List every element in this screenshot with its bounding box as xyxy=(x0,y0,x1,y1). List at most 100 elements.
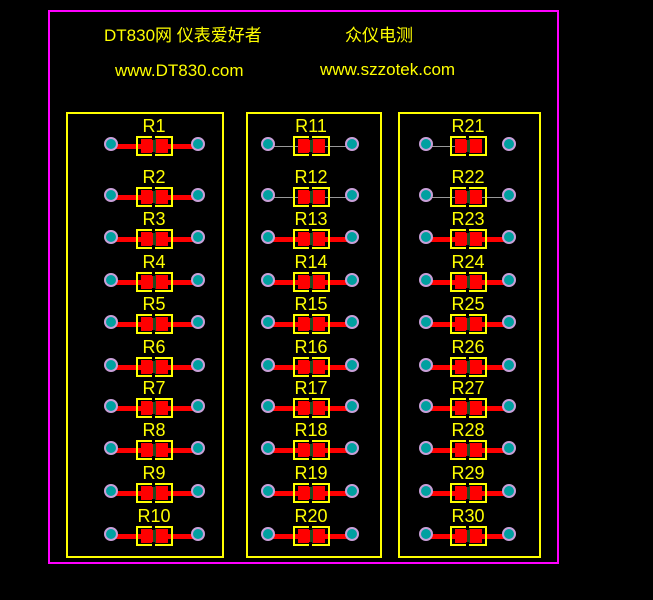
via-pad-right-icon[interactable] xyxy=(502,230,516,244)
resistor-r20[interactable]: R20 xyxy=(261,507,361,546)
via-pad-left-icon[interactable] xyxy=(261,527,275,541)
via-pad-left-icon[interactable] xyxy=(104,527,118,541)
resistor-r25[interactable]: R25 xyxy=(419,295,518,334)
via-pad-left-icon[interactable] xyxy=(419,273,433,287)
via-pad-left-icon[interactable] xyxy=(104,188,118,202)
via-pad-left-icon[interactable] xyxy=(261,137,275,151)
via-pad-left-icon[interactable] xyxy=(261,358,275,372)
resistor-r23[interactable]: R23 xyxy=(419,210,518,249)
trace-right xyxy=(479,237,506,242)
via-pad-right-icon[interactable] xyxy=(191,441,205,455)
resistor-r17[interactable]: R17 xyxy=(261,379,361,418)
via-pad-left-icon[interactable] xyxy=(261,315,275,329)
via-pad-left-icon[interactable] xyxy=(104,137,118,151)
resistor-r5[interactable]: R5 xyxy=(104,295,207,334)
via-pad-right-icon[interactable] xyxy=(345,358,359,372)
via-pad-left-icon[interactable] xyxy=(261,273,275,287)
via-pad-left-icon[interactable] xyxy=(104,484,118,498)
via-pad-right-icon[interactable] xyxy=(502,399,516,413)
via-pad-left-icon[interactable] xyxy=(419,188,433,202)
resistor-r22[interactable]: R22 xyxy=(419,168,518,207)
resistor-r12[interactable]: R12 xyxy=(261,168,361,207)
via-pad-right-icon[interactable] xyxy=(191,137,205,151)
resistor-r3[interactable]: R3 xyxy=(104,210,207,249)
via-pad-right-icon[interactable] xyxy=(345,273,359,287)
via-pad-right-icon[interactable] xyxy=(345,137,359,151)
via-pad-right-icon[interactable] xyxy=(345,230,359,244)
body-marker xyxy=(310,139,313,153)
via-pad-right-icon[interactable] xyxy=(502,188,516,202)
via-pad-right-icon[interactable] xyxy=(191,230,205,244)
via-pad-left-icon[interactable] xyxy=(419,315,433,329)
via-pad-left-icon[interactable] xyxy=(419,484,433,498)
via-pad-left-icon[interactable] xyxy=(419,230,433,244)
via-pad-right-icon[interactable] xyxy=(191,273,205,287)
via-pad-right-icon[interactable] xyxy=(345,188,359,202)
via-pad-right-icon[interactable] xyxy=(502,273,516,287)
via-pad-left-icon[interactable] xyxy=(419,399,433,413)
via-pad-left-icon[interactable] xyxy=(261,441,275,455)
resistor-r30[interactable]: R30 xyxy=(419,507,518,546)
silk-gap-top xyxy=(309,187,312,191)
via-pad-left-icon[interactable] xyxy=(261,188,275,202)
resistor-r6[interactable]: R6 xyxy=(104,338,207,377)
via-pad-right-icon[interactable] xyxy=(191,315,205,329)
resistor-footprint-icon xyxy=(136,440,173,460)
via-pad-right-icon[interactable] xyxy=(345,441,359,455)
silk-gap-bottom xyxy=(309,456,312,460)
via-pad-right-icon[interactable] xyxy=(502,358,516,372)
via-pad-left-icon[interactable] xyxy=(419,137,433,151)
via-pad-left-icon[interactable] xyxy=(419,358,433,372)
via-pad-left-icon[interactable] xyxy=(104,273,118,287)
resistor-r29[interactable]: R29 xyxy=(419,464,518,503)
resistor-r27[interactable]: R27 xyxy=(419,379,518,418)
resistor-r8[interactable]: R8 xyxy=(104,421,207,460)
resistor-r4[interactable]: R4 xyxy=(104,253,207,292)
trace-right xyxy=(165,406,195,411)
via-pad-right-icon[interactable] xyxy=(191,188,205,202)
resistor-r13[interactable]: R13 xyxy=(261,210,361,249)
resistor-r1[interactable]: R1 xyxy=(104,117,207,156)
via-pad-right-icon[interactable] xyxy=(191,484,205,498)
via-pad-right-icon[interactable] xyxy=(502,484,516,498)
resistor-r18[interactable]: R18 xyxy=(261,421,361,460)
via-pad-left-icon[interactable] xyxy=(104,315,118,329)
via-pad-left-icon[interactable] xyxy=(261,399,275,413)
resistor-r2[interactable]: R2 xyxy=(104,168,207,207)
via-pad-left-icon[interactable] xyxy=(104,441,118,455)
resistor-r14[interactable]: R14 xyxy=(261,253,361,292)
resistor-r28[interactable]: R28 xyxy=(419,421,518,460)
trace-right xyxy=(322,491,349,496)
resistor-r21[interactable]: R21 xyxy=(419,117,518,156)
via-pad-left-icon[interactable] xyxy=(419,527,433,541)
via-pad-right-icon[interactable] xyxy=(502,315,516,329)
via-pad-right-icon[interactable] xyxy=(345,399,359,413)
via-pad-left-icon[interactable] xyxy=(261,484,275,498)
resistor-r9[interactable]: R9 xyxy=(104,464,207,503)
via-pad-right-icon[interactable] xyxy=(502,441,516,455)
via-pad-right-icon[interactable] xyxy=(345,484,359,498)
resistor-r10[interactable]: R10 xyxy=(104,507,207,546)
resistor-r15[interactable]: R15 xyxy=(261,295,361,334)
via-pad-left-icon[interactable] xyxy=(419,441,433,455)
via-pad-left-icon[interactable] xyxy=(261,230,275,244)
resistor-r19[interactable]: R19 xyxy=(261,464,361,503)
via-pad-left-icon[interactable] xyxy=(104,399,118,413)
smd-pad-right xyxy=(155,139,168,153)
via-pad-right-icon[interactable] xyxy=(191,527,205,541)
resistor-r11[interactable]: R11 xyxy=(261,117,361,156)
silk-gap-top xyxy=(152,357,155,361)
via-pad-right-icon[interactable] xyxy=(191,358,205,372)
via-pad-right-icon[interactable] xyxy=(345,315,359,329)
via-pad-right-icon[interactable] xyxy=(191,399,205,413)
via-pad-left-icon[interactable] xyxy=(104,358,118,372)
via-pad-right-icon[interactable] xyxy=(502,527,516,541)
resistor-r26[interactable]: R26 xyxy=(419,338,518,377)
via-pad-right-icon[interactable] xyxy=(345,527,359,541)
resistor-r16[interactable]: R16 xyxy=(261,338,361,377)
trace-left xyxy=(429,491,458,496)
resistor-r7[interactable]: R7 xyxy=(104,379,207,418)
via-pad-left-icon[interactable] xyxy=(104,230,118,244)
resistor-r24[interactable]: R24 xyxy=(419,253,518,292)
via-pad-right-icon[interactable] xyxy=(502,137,516,151)
